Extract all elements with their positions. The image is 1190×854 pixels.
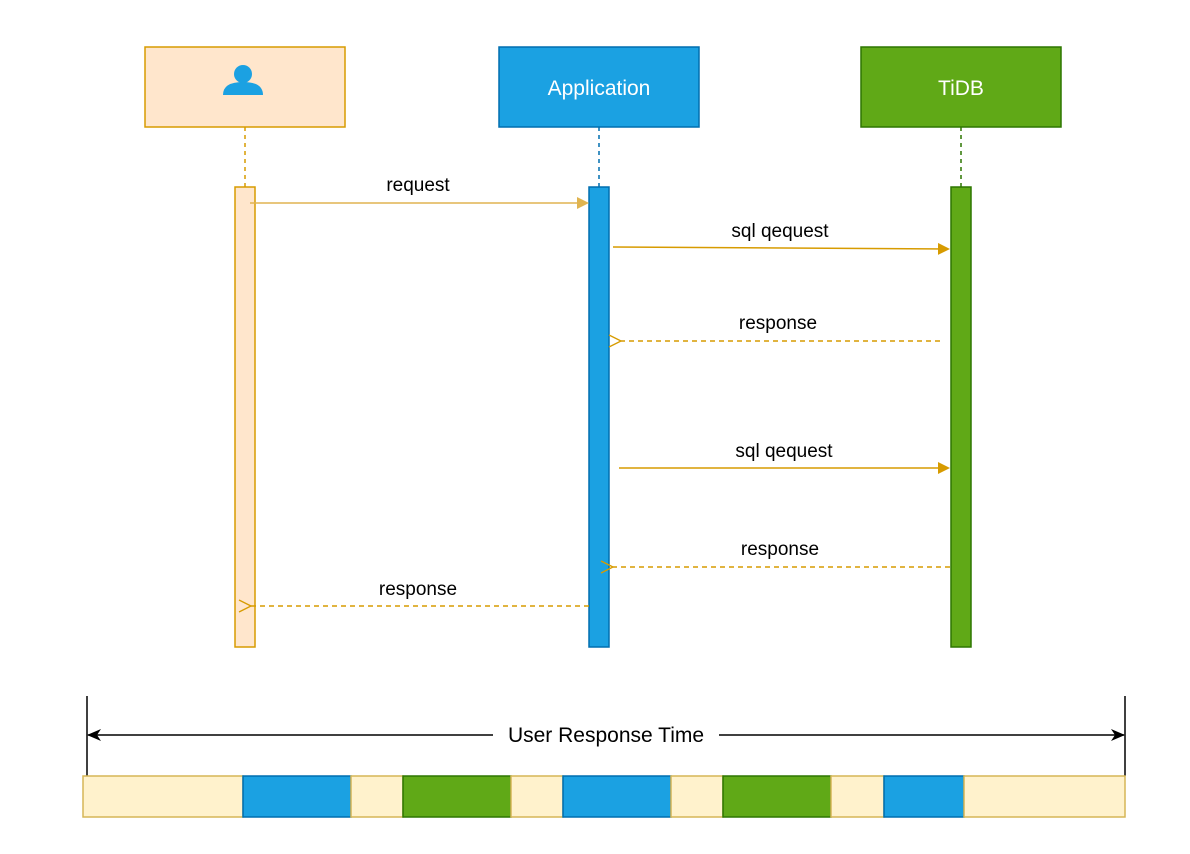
participant-application: Application: [498, 46, 700, 128]
timeline-segment-application: [883, 775, 965, 818]
message-response-1: response: [621, 313, 940, 341]
participant-application-label: Application: [548, 77, 651, 100]
timeline-segment-user: [963, 775, 1126, 818]
activation-user: [234, 186, 256, 648]
activation-tidb: [950, 186, 972, 648]
message-response-3-label: response: [379, 579, 457, 600]
timeline-segment-user: [350, 775, 404, 818]
participant-tidb-box: [860, 46, 1062, 128]
message-sql-request-1-label: sql qequest: [731, 221, 829, 242]
response-time-span: User Response Time: [86, 696, 1126, 776]
message-request-label: request: [386, 175, 450, 196]
activation-application: [588, 186, 610, 648]
participant-application-box: [498, 46, 700, 128]
participant-tidb: TiDB: [860, 46, 1062, 128]
user-icon: [223, 65, 263, 95]
timeline-segment-tidb: [722, 775, 832, 818]
response-time-label: User Response Time: [508, 724, 704, 747]
timeline-segment-application: [242, 775, 352, 818]
participant-user: [144, 46, 346, 128]
message-response-1-label: response: [739, 313, 817, 334]
timeline-segment-user: [830, 775, 885, 818]
message-request: request: [250, 175, 589, 209]
participant-tidb-label: TiDB: [938, 77, 984, 100]
message-response-2-label: response: [741, 539, 819, 560]
timeline-segment-user: [82, 775, 244, 818]
timeline-segment-application: [562, 775, 672, 818]
timeline-segment-user: [510, 775, 564, 818]
message-sql-request-1: sql qequest: [612, 221, 950, 255]
message-sql-request-2: sql qequest: [619, 441, 950, 474]
timeline-segment-tidb: [402, 775, 512, 818]
timeline-segment-user: [670, 775, 724, 818]
message-sql-request-1-arrow: [612, 242, 950, 255]
message-sql-request-2-label: sql qequest: [735, 441, 833, 462]
message-response-2: response: [613, 539, 950, 567]
message-response-3: response: [251, 579, 589, 606]
timeline-bar: [82, 775, 1126, 818]
